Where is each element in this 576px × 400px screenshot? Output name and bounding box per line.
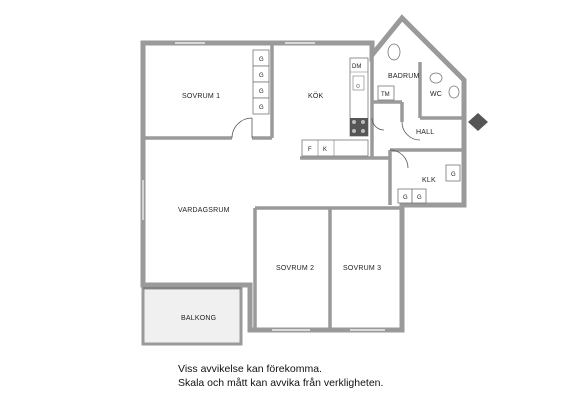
doors (231, 117, 421, 169)
bathroom-fixtures: TM (377, 43, 460, 101)
room-labels: SOVRUM 1 KÖK BADRUM WC HALL KLK VARDAGSR… (178, 73, 442, 322)
disclaimer-line-2: Skala och mått kan avvika från verklighe… (178, 377, 384, 389)
dryer-label: TM (381, 92, 390, 98)
room-label-klk: KLK (422, 177, 436, 184)
wardrobe-label: G (259, 57, 264, 63)
room-label-sovrum1: SOVRUM 1 (182, 93, 220, 100)
room-label-vardagsrum: VARDAGSRUM (178, 207, 230, 214)
dishwasher-label: DM (352, 64, 361, 70)
freezer-label: F (308, 147, 312, 153)
wardrobe-label: G (259, 105, 264, 111)
room-label-sovrum2: SOVRUM 2 (276, 265, 314, 272)
balcony (141, 286, 243, 346)
fridge-label: K (323, 147, 327, 153)
room-label-wc: WC (430, 91, 442, 98)
wardrobes-bedroom1: G G G G (252, 49, 270, 115)
room-label-balkong: BALKONG (181, 315, 216, 322)
wardrobe-label: G (403, 195, 408, 201)
disclaimer-line-1: Viss avvikelse kan förekomma. (178, 363, 322, 375)
kitchen-counters: DM F K (301, 57, 369, 157)
room-label-hall: HALL (416, 129, 434, 136)
room-label-sovrum3: SOVRUM 3 (343, 265, 381, 272)
room-label-badrum: BADRUM (388, 73, 420, 80)
wardrobe-label: G (417, 195, 422, 201)
wardrobe-label: G (451, 172, 456, 178)
wardrobe-label: G (259, 89, 264, 95)
interior-walls (145, 45, 464, 330)
wardrobe-label: G (259, 73, 264, 79)
wardrobes-closet: G G G (397, 164, 461, 204)
walls (140, 14, 467, 333)
room-label-kok: KÖK (308, 92, 324, 100)
entrance-arrow-icon (468, 113, 488, 131)
